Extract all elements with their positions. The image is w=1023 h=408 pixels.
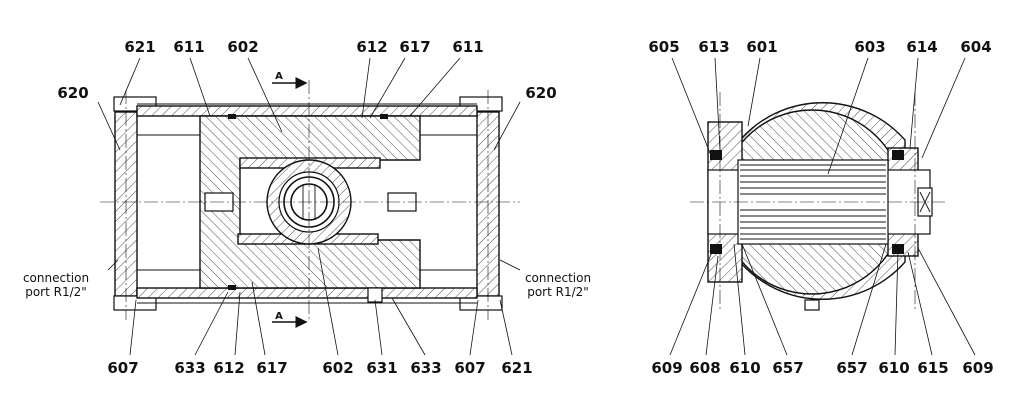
section-mark-bottom: A: [275, 311, 283, 322]
left-leader-lines: [97, 57, 521, 356]
cylinder-wall-top: [136, 105, 478, 117]
label-615: 615: [917, 359, 948, 377]
label-611-top-right: 611: [452, 38, 483, 56]
label-621-bottom: 621: [501, 359, 532, 377]
note-left-line1: connection: [23, 271, 89, 285]
label-617-bottom: 617: [256, 359, 287, 377]
label-620-right: 620: [525, 84, 556, 102]
label-611-top-left: 611: [173, 38, 204, 56]
left-top-labels: 621 611 602 612 617 611: [124, 38, 483, 56]
label-602-bottom: 602: [322, 359, 353, 377]
right-section-view: [669, 57, 976, 356]
connection-notes: connection port R1/2" connection port R1…: [23, 271, 591, 299]
note-right-line1: connection: [525, 271, 591, 285]
label-609-left: 609: [651, 359, 682, 377]
label-610-right: 610: [878, 359, 909, 377]
label-608: 608: [689, 359, 720, 377]
section-mark-top: A: [275, 71, 283, 82]
label-613: 613: [698, 38, 729, 56]
right-bottom-labels: 609 608 610 657 657 610 615 609: [651, 359, 993, 377]
right-top-labels: 605 613 601 603 614 604: [648, 38, 991, 56]
left-section-view: [97, 57, 521, 356]
label-657-left: 657: [772, 359, 803, 377]
label-601: 601: [746, 38, 777, 56]
label-612-bottom: 612: [213, 359, 244, 377]
label-605: 605: [648, 38, 679, 56]
cylinder-wall-bottom: [136, 287, 478, 299]
label-603: 603: [854, 38, 885, 56]
label-617-top: 617: [399, 38, 430, 56]
label-607-bottom-left: 607: [107, 359, 138, 377]
label-633-bottom-left: 633: [174, 359, 205, 377]
label-657-right: 657: [836, 359, 867, 377]
label-633-bottom-right: 633: [410, 359, 441, 377]
section-markers: A A: [275, 71, 283, 322]
label-614: 614: [906, 38, 937, 56]
label-604: 604: [960, 38, 991, 56]
label-612-top: 612: [356, 38, 387, 56]
label-607-bottom-right: 607: [454, 359, 485, 377]
note-left-line2: port R1/2": [25, 285, 87, 299]
left-side-labels: 620 620: [57, 84, 556, 102]
label-610-left: 610: [729, 359, 760, 377]
splines: [740, 164, 886, 240]
left-bottom-labels: 607 633 612 617 602 631 633 607 621: [107, 359, 532, 377]
right-leader-lines: [669, 57, 976, 356]
note-right-line2: port R1/2": [527, 285, 589, 299]
label-602-top: 602: [227, 38, 258, 56]
label-621-top: 621: [124, 38, 155, 56]
label-609-right: 609: [962, 359, 993, 377]
label-631-bottom: 631: [366, 359, 397, 377]
label-620-left: 620: [57, 84, 88, 102]
